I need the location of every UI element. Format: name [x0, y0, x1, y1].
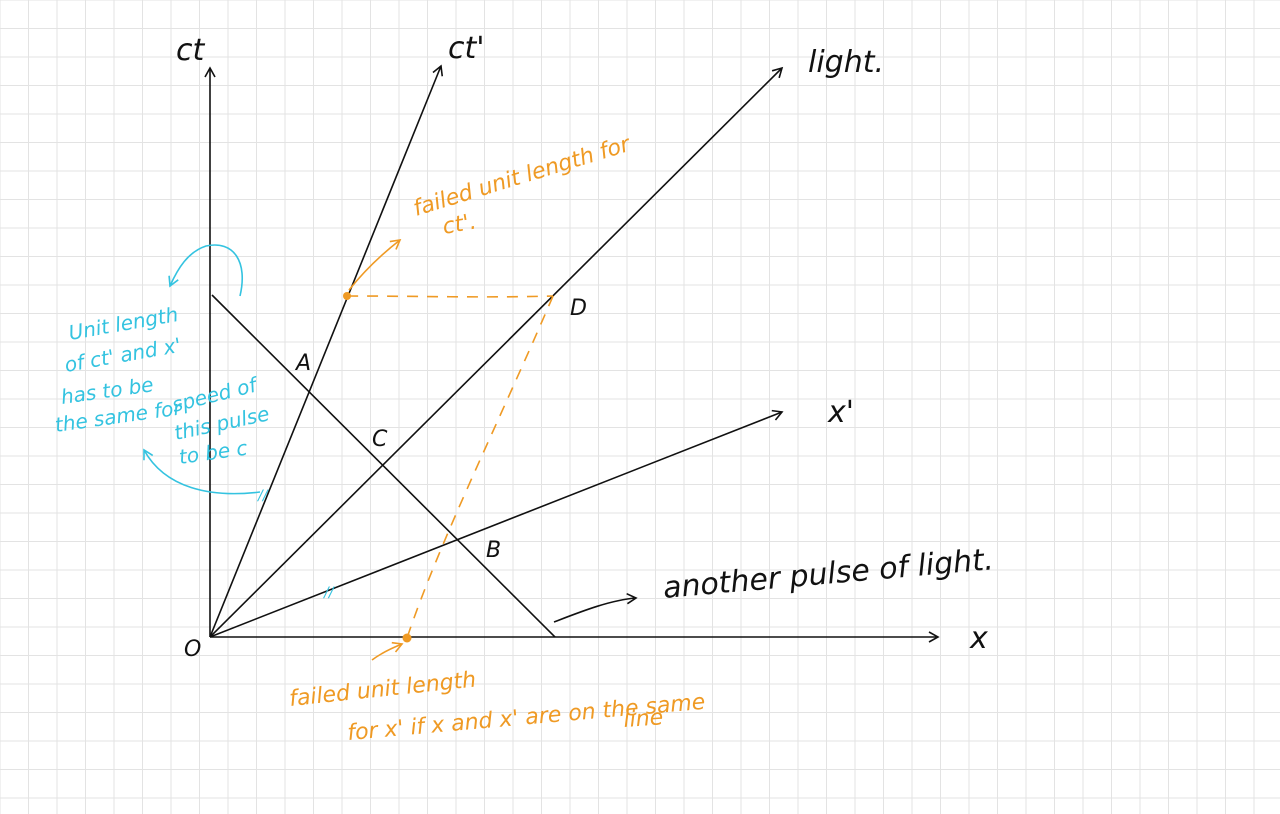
light-line-label: light. — [808, 45, 884, 80]
another-light-pulse-line — [211, 294, 556, 638]
pulse-pointer-arrow — [553, 592, 638, 623]
orange-ct-pointer-arrow — [348, 238, 402, 291]
orange-x-pointer-arrow — [371, 641, 404, 661]
orange-slanted-dashed-line — [406, 295, 554, 639]
orange-x-axis-point — [402, 633, 412, 643]
cyan-upper-curve-arrow — [168, 244, 244, 297]
orange-ct-note-line-2: ct'. — [441, 209, 479, 239]
x-axis-label: x — [969, 621, 988, 656]
orange-ct-prime-point — [343, 292, 351, 300]
point-b-label: B — [486, 538, 501, 563]
orange-x-note-line-1: failed unit length — [288, 667, 477, 711]
cyan-lower-curve-arrow — [143, 448, 261, 495]
ct-prime-axis — [209, 64, 444, 638]
x-prime-axis — [209, 409, 784, 638]
ct-prime-axis-label: ct' — [448, 31, 485, 66]
x-prime-axis-label: x' — [827, 395, 854, 430]
another-pulse-label: another pulse of light. — [662, 542, 995, 606]
orange-ct-note-line-1: failed unit length for — [410, 131, 634, 221]
cyan-tick-mark-ct-prime: // — [256, 488, 269, 504]
origin-label: O — [184, 637, 201, 662]
axes-group — [204, 64, 940, 643]
orange-horizontal-dashed-line — [346, 295, 554, 298]
point-d-label: D — [570, 296, 587, 321]
light-line — [209, 66, 784, 638]
ct-axis-label: ct — [176, 33, 205, 68]
point-a-label: A — [294, 351, 311, 376]
orange-x-note-line-3: line — [623, 705, 664, 733]
cyan-tick-mark-x-prime: // — [322, 585, 335, 601]
point-c-label: C — [372, 427, 388, 452]
